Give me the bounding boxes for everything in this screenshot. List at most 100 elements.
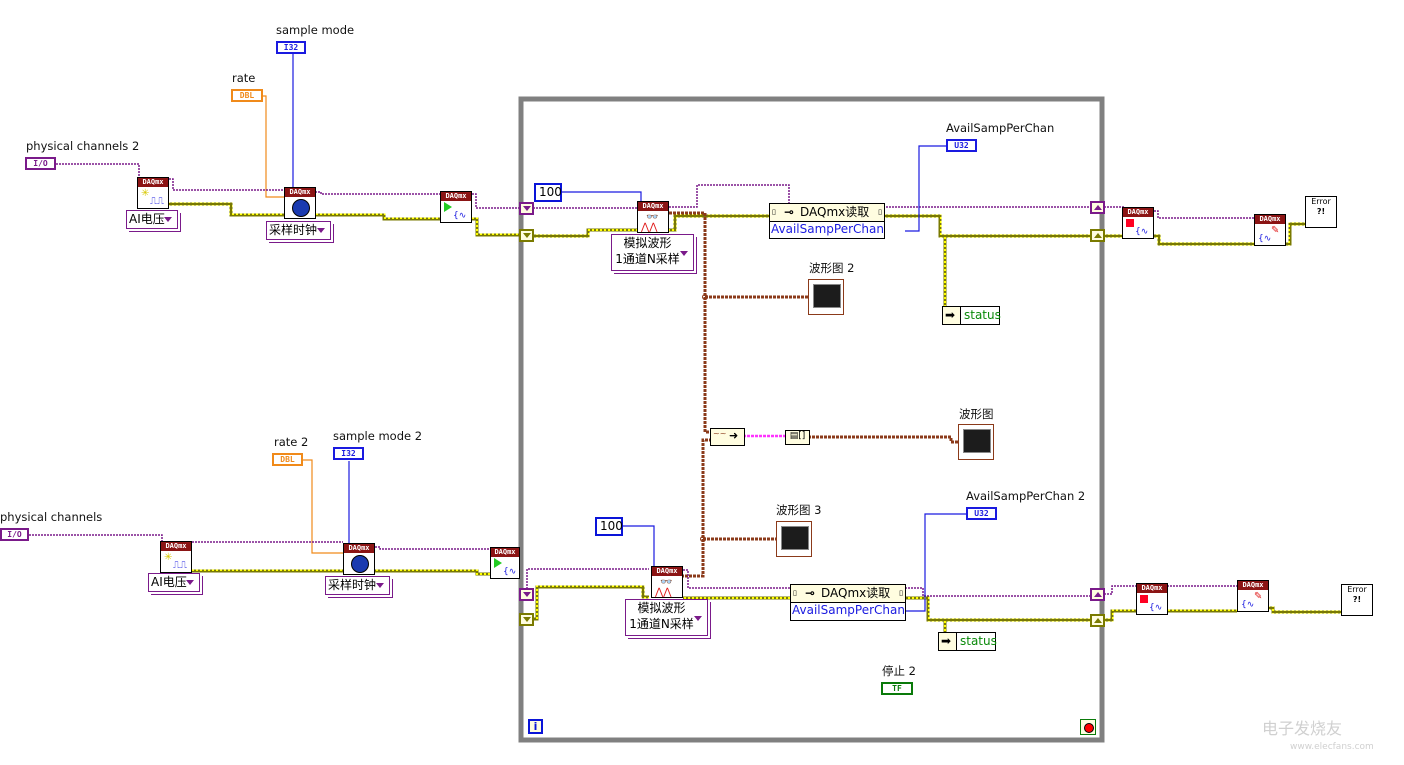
waveform-graph-terminal[interactable] (958, 424, 994, 460)
daqmx-timing-vi-1[interactable]: DAQmx (284, 187, 316, 219)
channel-type-selector-2[interactable]: AI电压 (148, 573, 200, 592)
channel-type-selector-1[interactable]: AI电压 (126, 210, 178, 229)
waveform-graph-label: 波形图 (959, 407, 994, 421)
wire-task-loop-bottom-2[interactable] (683, 569, 792, 589)
shift-register-error-right-top[interactable] (1090, 229, 1105, 242)
wire-error-right-bottom[interactable] (1104, 609, 1136, 622)
simple-error-handler-1[interactable]: Error ?! (1305, 196, 1337, 228)
wire-task-loop-top-2[interactable] (669, 184, 790, 208)
shift-register-task-right-bottom[interactable] (1090, 588, 1105, 601)
daqmx-clear-task-vi-1[interactable]: DAQmx ✎ {∿ (1254, 214, 1286, 246)
wire-rate[interactable] (263, 95, 284, 198)
shift-register-error-left-bottom[interactable] (519, 613, 534, 626)
physical-channels-2-control[interactable]: I/O (25, 157, 56, 170)
read-type-selector-1[interactable]: 模拟波形 1通道N采样 (611, 234, 694, 271)
timing-type-selector-2[interactable]: 采样时钟 (325, 576, 390, 595)
wire-task-loop-bottom[interactable] (526, 568, 649, 589)
wire-samples-bottom[interactable] (621, 525, 655, 566)
wire-task-top-3[interactable] (315, 191, 519, 209)
wire-error-top[interactable] (169, 202, 284, 217)
wire-task-bottom[interactable] (29, 534, 163, 543)
shift-register-error-left-top[interactable] (519, 229, 534, 242)
sample-mode-label: sample mode (276, 23, 355, 37)
wire-error-loop-bottom-3[interactable] (905, 596, 1090, 622)
read-type-selector-2[interactable]: 模拟波形 1通道N采样 (625, 599, 708, 636)
shift-register-task-left-bottom[interactable] (519, 588, 534, 601)
daqmx-clear-task-vi-2[interactable]: DAQmx ✎ {∿ (1237, 580, 1269, 612)
wire-error-right-bottom-3[interactable] (1268, 606, 1341, 614)
wire-rate-2[interactable] (303, 459, 343, 554)
wire-waveform-graph[interactable] (808, 435, 958, 444)
ref-icon: ▯ (793, 589, 797, 597)
daqmx-start-task-vi-1[interactable]: DAQmx {∿ (440, 191, 472, 223)
daqmx-start-task-vi-2[interactable]: DAQmx {∿ (490, 547, 520, 579)
while-loop[interactable] (518, 96, 1105, 743)
wire-error-loop-top[interactable] (533, 228, 637, 238)
wire-task-loop-bottom-3[interactable] (905, 587, 1090, 597)
wire-error-loop-top-2[interactable] (669, 214, 770, 232)
daqmx-stop-task-vi-2[interactable]: DAQmx {∿ (1136, 583, 1168, 615)
avail-samp-per-chan-indicator[interactable]: U32 (946, 139, 977, 152)
sample-mode-2-control[interactable]: I32 (333, 447, 364, 460)
daqmx-read-property-node-2[interactable]: ▯ ⊸ DAQmx读取 ▯ AvailSampPerChan (790, 584, 906, 621)
rate-2-control[interactable]: DBL (272, 453, 303, 466)
simple-error-handler-2[interactable]: Error ?! (1341, 584, 1373, 616)
wire-samples-top[interactable] (561, 191, 642, 202)
sample-mode-control[interactable]: I32 (276, 41, 306, 54)
wire-task-right-bottom[interactable] (1104, 585, 1136, 595)
merge-signals-node[interactable]: ~~ ➜ (710, 428, 745, 446)
daqmx-create-channel-vi-2[interactable]: DAQmx ✳ ⎍⎍ (160, 541, 192, 573)
wire-task-top-2[interactable] (169, 178, 284, 191)
wire-avail-top[interactable] (905, 145, 947, 232)
physical-channels-control[interactable]: I/O (0, 528, 29, 541)
wire-task-right-top-2[interactable] (1154, 210, 1254, 219)
rate-control[interactable]: DBL (231, 89, 263, 102)
wire-error-top-2[interactable] (315, 213, 441, 221)
samples-constant-2[interactable]: 100 (595, 517, 623, 536)
dropdown-arrow-icon (680, 251, 688, 256)
wire-error-loop-top-3[interactable] (884, 214, 1090, 238)
waveform-graph-2-label: 波形图 2 (809, 261, 855, 275)
daqmx-read-vi-2[interactable]: DAQmx 👓 ⋀⋀ (651, 566, 683, 598)
samples-constant-1[interactable]: 100 (534, 183, 562, 202)
wire-waveform-bottom[interactable] (669, 438, 710, 578)
wire-error-bottom-2[interactable] (375, 569, 490, 576)
wire-error-top-3[interactable] (471, 217, 519, 237)
waveform-graph-3-terminal[interactable] (776, 521, 812, 557)
dropdown-arrow-icon (376, 583, 384, 588)
arrow-right-icon: ➡ (941, 634, 952, 648)
property-avail-samp-per-chan-1[interactable]: AvailSampPerChan (771, 222, 884, 236)
shift-register-error-right-bottom[interactable] (1090, 614, 1105, 627)
shift-register-task-left-top[interactable] (519, 202, 534, 215)
convert-from-dynamic-data-node[interactable]: ▤[] (785, 430, 810, 445)
shift-register-task-right-top[interactable] (1090, 201, 1105, 214)
daqmx-read-vi-1[interactable]: DAQmx 👓 ⋀⋀ (637, 201, 669, 233)
loop-condition-terminal[interactable] (1080, 719, 1096, 735)
waveform-graph-3-label: 波形图 3 (776, 503, 822, 517)
wire-waveform-top[interactable] (669, 211, 710, 434)
unbundle-status-2[interactable]: ➡ status (938, 632, 997, 651)
property-avail-samp-per-chan-2[interactable]: AvailSampPerChan (792, 603, 905, 617)
wire-task-right-top[interactable] (1104, 206, 1125, 211)
wire-error-loop-bottom[interactable] (533, 585, 649, 621)
daqmx-read-property-node-1[interactable]: ▯ ⊸ DAQmx读取 ▯ AvailSampPerChan (769, 203, 885, 239)
timing-type-selector-1[interactable]: 采样时钟 (266, 221, 331, 240)
unbundle-status-1[interactable]: ➡ status (942, 306, 1001, 325)
sparkle-icon: ✳ (164, 552, 173, 563)
wire-error-right-top-3[interactable] (1286, 222, 1305, 246)
dropdown-arrow-icon (164, 217, 172, 222)
watermark-logo: 电子发烧友 (1262, 719, 1343, 738)
daqmx-timing-vi-2[interactable]: DAQmx (343, 543, 375, 575)
waveform-graph-2-terminal[interactable] (808, 279, 844, 315)
daqmx-stop-task-vi-1[interactable]: DAQmx {∿ (1122, 207, 1154, 239)
avail-samp-per-chan-2-indicator[interactable]: U32 (966, 507, 997, 520)
wire-error-right-top-2[interactable] (1154, 234, 1254, 246)
wire-avail-bottom[interactable] (905, 513, 966, 612)
clock-icon (292, 199, 310, 217)
wire-task-top[interactable] (56, 163, 140, 178)
daqmx-create-channel-vi-1[interactable]: DAQmx ✳ ⎍⎍ (137, 177, 169, 209)
stop-2-control[interactable]: TF (881, 682, 913, 695)
waveform-icon: {∿ (453, 211, 467, 221)
wire-task-bottom-3[interactable] (375, 546, 490, 550)
